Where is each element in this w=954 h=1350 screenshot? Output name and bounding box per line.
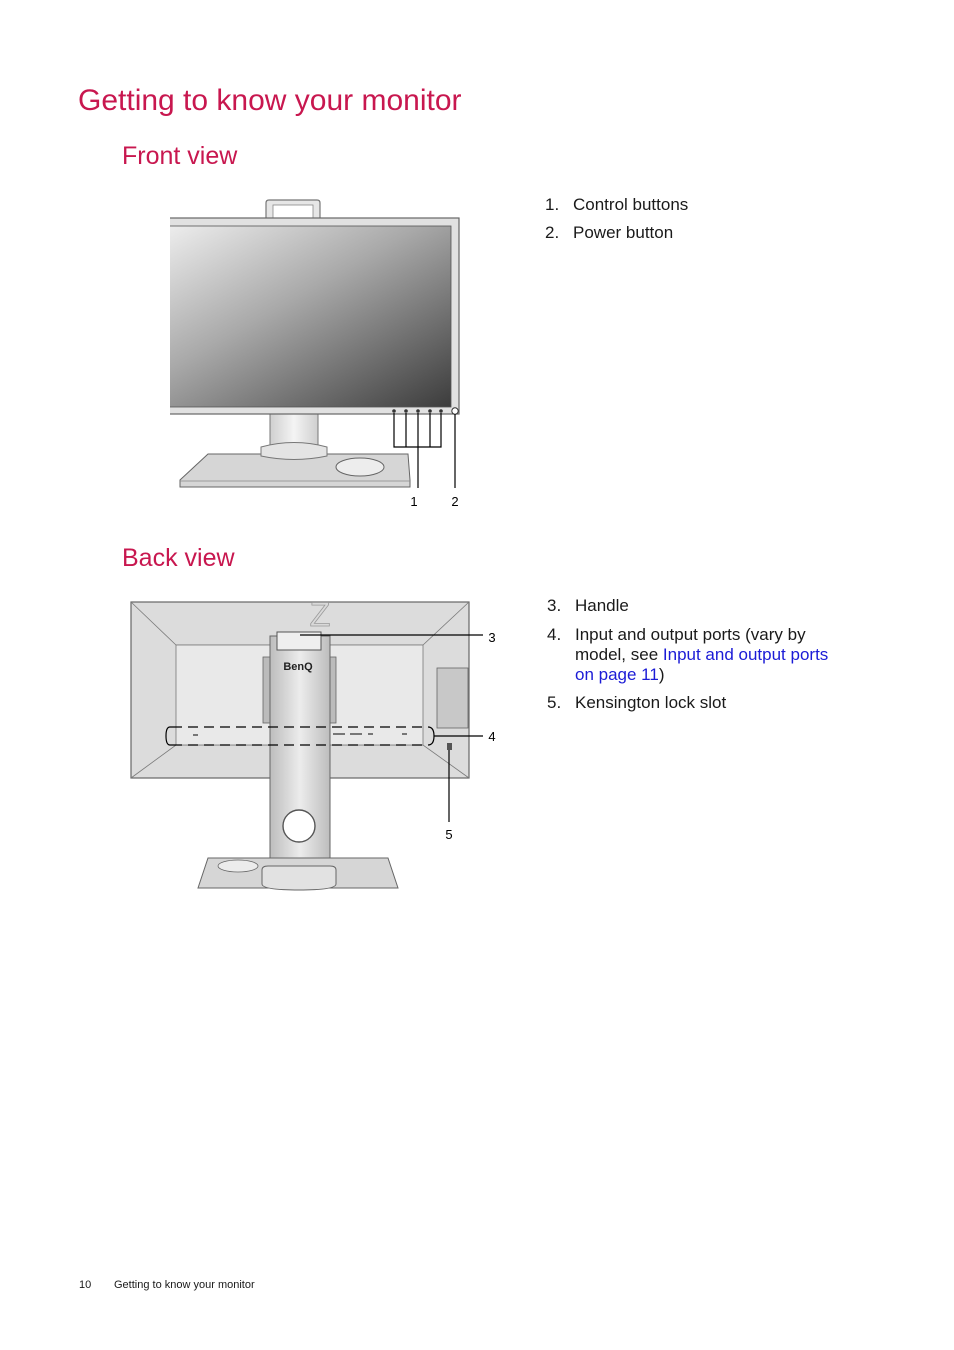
page-title: Getting to know your monitor	[78, 84, 462, 117]
power-button	[451, 407, 459, 488]
callout-3: 3	[488, 630, 495, 645]
back-view-illustration: Z BenQ 3 4 5	[130, 598, 496, 891]
callout-4: 4	[488, 729, 495, 744]
ports-area	[165, 726, 483, 746]
footer-page-number: 10	[79, 1279, 92, 1291]
list-item: 5. Kensington lock slot	[547, 693, 727, 712]
kensington-lock-slot	[447, 743, 452, 822]
front-view-illustration: 1 2	[170, 199, 460, 509]
benq-z-emblem-icon: Z	[310, 598, 331, 634]
callout-5: 5	[445, 827, 452, 842]
callout-2: 2	[451, 494, 458, 509]
list-item: 4. Input and output ports (vary by model…	[547, 625, 829, 684]
stand-column	[269, 635, 331, 881]
input-output-ports-link[interactable]: Input and output ports on page 11	[575, 645, 829, 684]
list-item: 3. Handle	[547, 596, 629, 615]
control-buttons	[392, 409, 443, 488]
back-stand-base	[197, 857, 399, 891]
front-view-heading: Front view	[122, 142, 238, 170]
monitor-bezel	[170, 217, 460, 415]
list-item: 2. Power button	[545, 223, 674, 242]
stand-neck	[260, 412, 328, 460]
handle-marker	[276, 631, 483, 651]
benq-logo: BenQ	[283, 661, 313, 673]
stand-base	[179, 453, 411, 488]
list-item: 1. Control buttons	[545, 195, 689, 214]
footer-section-title: Getting to know your monitor	[114, 1279, 255, 1291]
back-view-heading: Back view	[122, 544, 235, 572]
callout-1: 1	[410, 494, 417, 509]
monitor-handle	[265, 199, 321, 221]
